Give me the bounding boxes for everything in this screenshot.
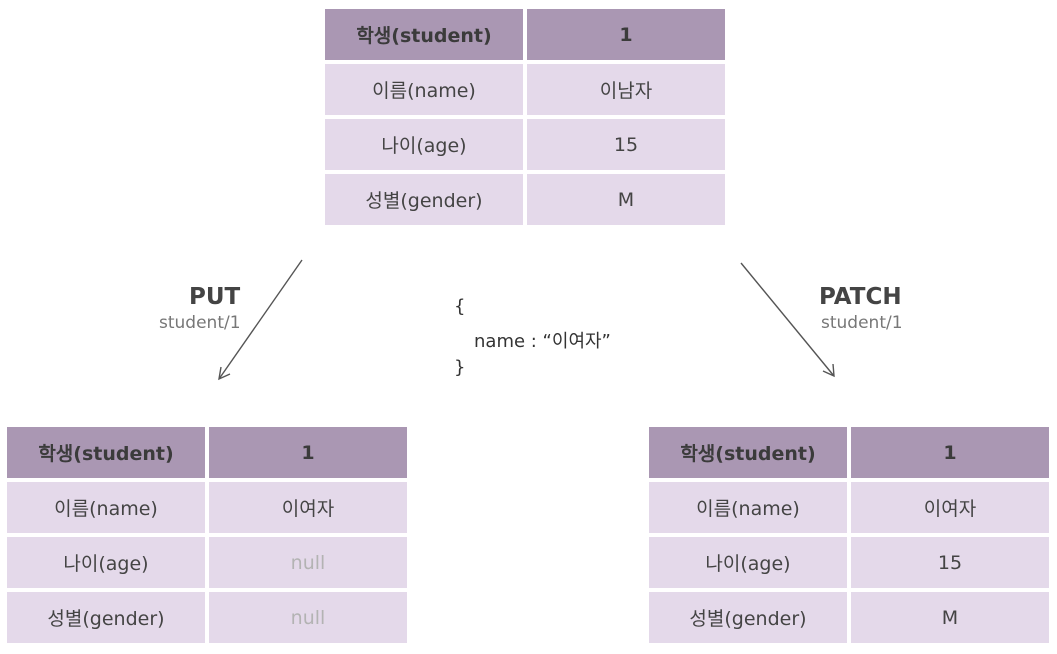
table-row: 이름(name) 이남자 bbox=[325, 64, 725, 115]
put-method-label: PUT bbox=[189, 284, 241, 310]
null-value-cell: null bbox=[209, 537, 407, 588]
table-header-cell: 학생(student) bbox=[649, 427, 847, 478]
value-cell: 15 bbox=[527, 119, 725, 170]
patch-result-table: 학생(student) 1 이름(name) 이여자 나이(age) 15 성별… bbox=[645, 423, 1053, 647]
table-row: 나이(age) 15 bbox=[649, 537, 1049, 588]
table-row: 성별(gender) null bbox=[7, 592, 407, 643]
value-cell: M bbox=[527, 174, 725, 225]
put-result-table: 학생(student) 1 이름(name) 이여자 나이(age) null … bbox=[3, 423, 411, 647]
field-cell: 성별(gender) bbox=[325, 174, 523, 225]
field-cell: 이름(name) bbox=[7, 482, 205, 533]
table-row: 나이(age) null bbox=[7, 537, 407, 588]
table-header-cell: 학생(student) bbox=[325, 9, 523, 60]
request-body-field: name : “이여자” bbox=[474, 331, 611, 352]
null-value-cell: null bbox=[209, 592, 407, 643]
patch-arrow bbox=[740, 262, 835, 378]
value-cell: 이남자 bbox=[527, 64, 725, 115]
field-cell: 성별(gender) bbox=[7, 592, 205, 643]
put-arrow bbox=[218, 259, 303, 381]
value-cell: 이여자 bbox=[209, 482, 407, 533]
field-cell: 성별(gender) bbox=[649, 592, 847, 643]
request-body-open-brace: { bbox=[454, 296, 466, 317]
table-header-cell: 학생(student) bbox=[7, 427, 205, 478]
table-header-row: 학생(student) 1 bbox=[7, 427, 407, 478]
put-path-label: student/1 bbox=[159, 313, 241, 333]
field-cell: 나이(age) bbox=[649, 537, 847, 588]
value-cell: M bbox=[851, 592, 1049, 643]
table-row: 이름(name) 이여자 bbox=[7, 482, 407, 533]
value-cell: 이여자 bbox=[851, 482, 1049, 533]
table-row: 이름(name) 이여자 bbox=[649, 482, 1049, 533]
table-row: 성별(gender) M bbox=[649, 592, 1049, 643]
field-cell: 이름(name) bbox=[649, 482, 847, 533]
patch-method-label: PATCH bbox=[819, 284, 902, 310]
patch-path-label: student/1 bbox=[821, 313, 903, 333]
original-student-table: 학생(student) 1 이름(name) 이남자 나이(age) 15 성별… bbox=[321, 5, 729, 229]
table-header-cell: 1 bbox=[851, 427, 1049, 478]
field-cell: 나이(age) bbox=[7, 537, 205, 588]
field-cell: 이름(name) bbox=[325, 64, 523, 115]
table-header-row: 학생(student) 1 bbox=[325, 9, 725, 60]
field-cell: 나이(age) bbox=[325, 119, 523, 170]
table-header-row: 학생(student) 1 bbox=[649, 427, 1049, 478]
value-cell: 15 bbox=[851, 537, 1049, 588]
request-body-close-brace: } bbox=[454, 357, 466, 378]
table-header-cell: 1 bbox=[527, 9, 725, 60]
table-row: 성별(gender) M bbox=[325, 174, 725, 225]
table-row: 나이(age) 15 bbox=[325, 119, 725, 170]
table-header-cell: 1 bbox=[209, 427, 407, 478]
